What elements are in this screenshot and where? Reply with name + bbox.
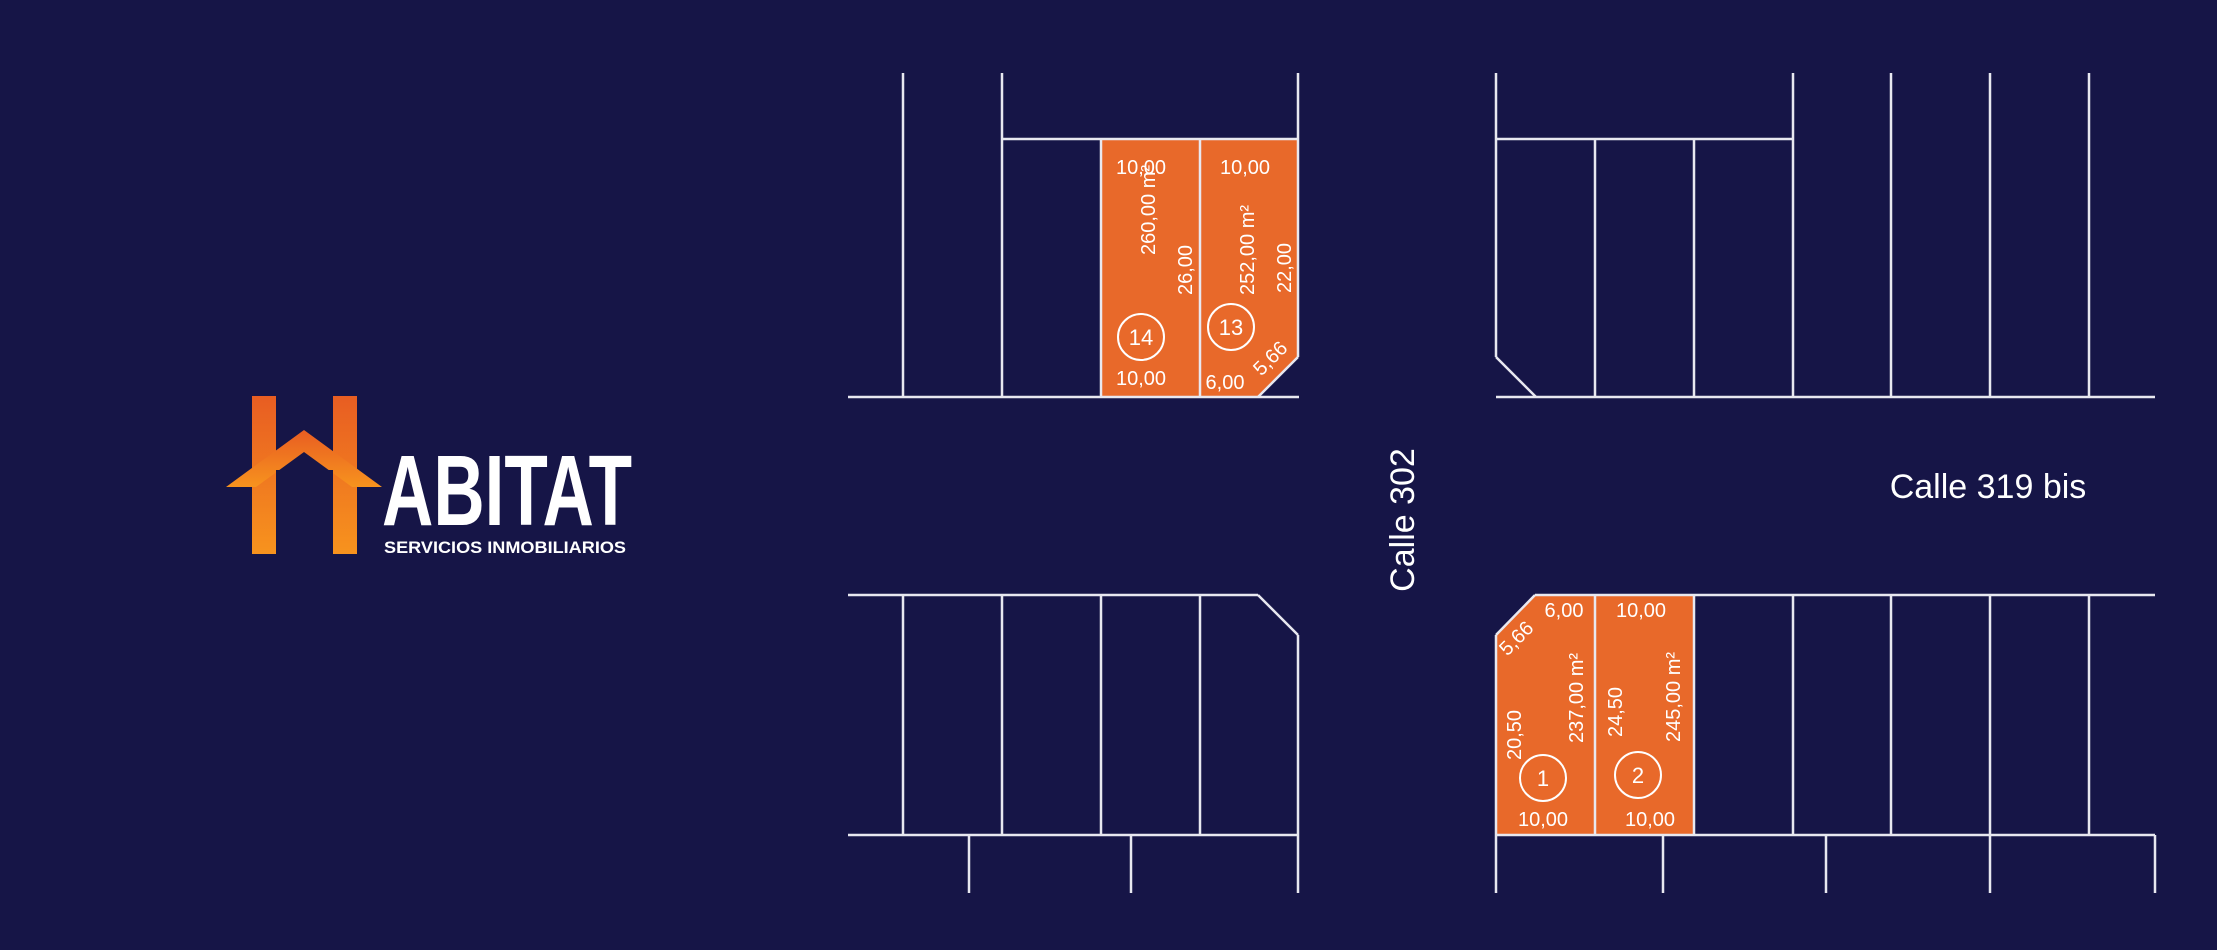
lot-1-number: 1 [1537, 766, 1549, 791]
lot-13: 10,00 252,00 m² 22,00 13 5,66 6,00 [1206, 157, 1296, 394]
lot-13-front-dimension: 10,00 [1220, 157, 1270, 179]
lot-1-top-dimension: 6,00 [1545, 600, 1584, 622]
lot-13-bottom-dimension: 6,00 [1206, 372, 1245, 394]
lot-2-number-circle [1614, 751, 1662, 799]
street-label-calle-302: Calle 302 [1384, 448, 1422, 592]
lot-13-fill[interactable] [1200, 139, 1298, 397]
lot-13-number-circle [1207, 303, 1255, 351]
block-lines [848, 73, 2157, 893]
lot-2-top-dimension: 10,00 [1616, 600, 1666, 622]
lot-2-bottom-dimension: 10,00 [1625, 809, 1675, 831]
logo-tagline: SERVICIOS INMOBILIARIOS [384, 538, 626, 557]
lot-14-front-dimension: 10,00 [1116, 157, 1166, 179]
lot-14-number-circle [1117, 313, 1165, 361]
habitat-logo: ABITAT SERVICIOS INMOBILIARIOS [226, 396, 632, 557]
lot-1-side-dimension: 20,50 [1504, 710, 1526, 760]
lot-13-number: 13 [1219, 315, 1243, 340]
lot-14-back-dimension: 10,00 [1116, 368, 1166, 390]
lot-2-area: 245,00 m² [1663, 652, 1685, 742]
lot-14-number: 14 [1129, 325, 1153, 350]
lot-13-area: 252,00 m² [1237, 205, 1259, 295]
lot-1-number-circle [1519, 754, 1567, 802]
lot-1: 5,66 6,00 20,50 237,00 m² 1 10,00 [1495, 600, 1588, 831]
lot-2: 10,00 24,50 245,00 m² 2 10,00 [1605, 600, 1685, 831]
lot-13-side-dimension: 22,00 [1274, 243, 1296, 293]
logo-h-mark [226, 396, 382, 554]
lot-14-fill[interactable] [1101, 139, 1199, 397]
lot-2-side-dimension: 24,50 [1605, 687, 1627, 737]
lot-2-fill[interactable] [1596, 595, 1694, 835]
lot-1-bottom-dimension: 10,00 [1518, 809, 1568, 831]
lot-14-area: 260,00 m² [1138, 165, 1160, 255]
lot-2-number: 2 [1632, 763, 1644, 788]
lot-14: 10,00 260,00 m² 26,00 14 10,00 [1116, 157, 1197, 390]
logo-wordmark: ABITAT [382, 435, 632, 547]
street-label-calle-319-bis: Calle 319 bis [1890, 468, 2087, 506]
lot-14-side-dimension: 26,00 [1175, 245, 1197, 295]
lot-1-area: 237,00 m² [1566, 653, 1588, 743]
